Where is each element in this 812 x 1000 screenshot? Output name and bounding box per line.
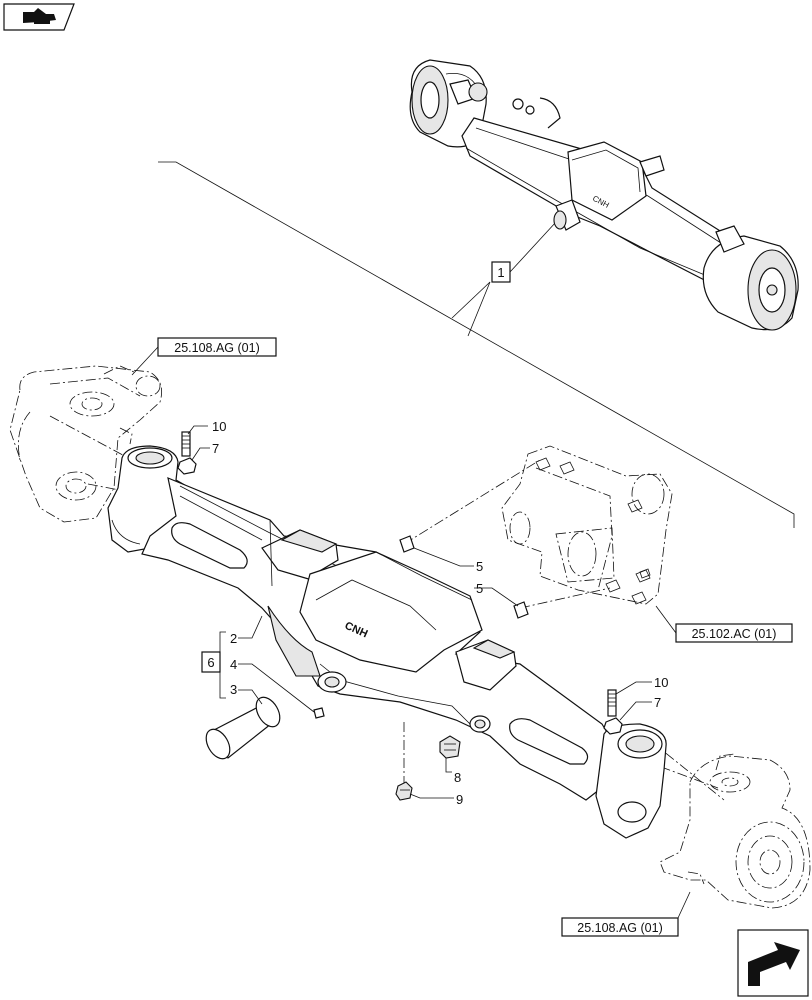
dowel-5-upper — [399, 535, 415, 553]
nut-7-left — [177, 457, 197, 475]
plug-9 — [395, 781, 413, 801]
svg-text:25.108.AG (01): 25.108.AG (01) — [174, 341, 259, 355]
callout-10-left: 10 — [212, 419, 226, 434]
plug-8 — [439, 735, 461, 759]
complete-axle-assembly: CNH — [409, 59, 799, 331]
pin-4 — [313, 707, 325, 719]
svg-text:1: 1 — [497, 265, 504, 280]
callout-5-lower: 5 — [476, 581, 483, 596]
callout-6: 6 — [207, 655, 214, 670]
stud-10-right — [607, 689, 617, 717]
book-pointer-icon[interactable] — [3, 3, 75, 31]
reference-bottom-right[interactable]: 25.108.AG (01) — [561, 917, 679, 937]
callout-7-right: 7 — [654, 695, 661, 710]
reference-right[interactable]: 25.102.AC (01) — [675, 623, 793, 643]
callout-4: 4 — [230, 657, 237, 672]
callout-leaders — [187, 425, 652, 799]
callout-10-right: 10 — [654, 675, 668, 690]
callout-3: 3 — [230, 682, 237, 697]
svg-text:25.102.AC (01): 25.102.AC (01) — [692, 627, 777, 641]
callout-1: 1 — [491, 261, 511, 283]
right-steering-knuckle — [659, 753, 811, 909]
assembly-lines — [49, 415, 725, 801]
differential-housing — [501, 445, 673, 605]
axle-beam: CNH — [107, 445, 667, 839]
svg-text:25.108.AG (01): 25.108.AG (01) — [577, 921, 662, 935]
callout-2: 2 — [230, 631, 237, 646]
reference-top-left[interactable]: 25.108.AG (01) — [157, 337, 277, 357]
callout-8: 8 — [454, 770, 461, 785]
callout-5-upper: 5 — [476, 559, 483, 574]
stud-10-left — [181, 431, 191, 457]
bushing-3 — [205, 696, 281, 760]
callout-7-left: 7 — [212, 441, 219, 456]
callout-6-group: 6 2 4 3 — [201, 631, 237, 699]
left-swivel-housing — [9, 365, 163, 523]
callout-9: 9 — [456, 792, 463, 807]
nut-7-right — [603, 717, 623, 735]
leader-lines — [158, 161, 795, 528]
next-page-arrow-icon[interactable] — [737, 929, 809, 997]
